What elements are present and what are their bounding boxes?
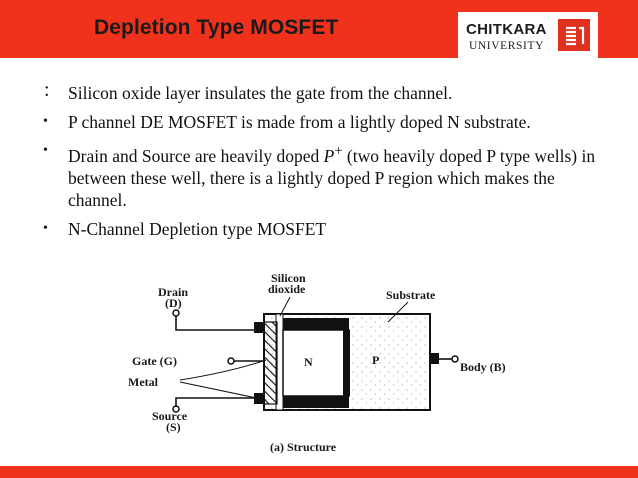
n-region bbox=[282, 329, 350, 397]
drain-contact bbox=[254, 322, 265, 333]
substrate-leader bbox=[387, 301, 409, 323]
n-region-edge bbox=[343, 330, 350, 396]
body-label: Body (B) bbox=[460, 360, 506, 374]
drain-label: Drain bbox=[158, 285, 188, 299]
bullet-marker: • bbox=[43, 114, 48, 129]
gate-terminal bbox=[227, 357, 235, 365]
bullet-item: • Drain and Source are heavily doped P+ … bbox=[40, 140, 610, 211]
bullet-marker: : bbox=[44, 79, 50, 101]
body-contact bbox=[429, 353, 439, 364]
source-well bbox=[283, 396, 349, 408]
bullet-marker: • bbox=[43, 220, 48, 236]
metal-gate bbox=[263, 321, 278, 405]
bullet-item: • N-Channel Depletion type MOSFET bbox=[40, 218, 610, 240]
bullet-text-after: (two heavily doped P type wells) in betw… bbox=[68, 145, 596, 210]
bullet-text-before: Drain and Source are heavily doped bbox=[68, 145, 324, 166]
drain-well bbox=[283, 318, 349, 330]
substrate-label: Substrate bbox=[386, 288, 436, 302]
math-p: P bbox=[323, 145, 335, 166]
gate-label: Gate (G) bbox=[132, 354, 177, 368]
drain-terminal bbox=[172, 309, 180, 317]
source-label: Source bbox=[152, 409, 188, 423]
university-logo: CHITKARA UNIVERSITY bbox=[458, 12, 598, 58]
footer-bar bbox=[0, 466, 638, 478]
drain-symbol: (D) bbox=[165, 296, 182, 310]
slide-title: Depletion Type MOSFET bbox=[94, 16, 339, 39]
n-region-label: N bbox=[304, 355, 313, 369]
metal-leader-1 bbox=[179, 359, 267, 381]
p-region-label: P bbox=[372, 353, 379, 367]
metal-leader-2 bbox=[179, 381, 267, 401]
silicon-leader bbox=[279, 296, 291, 317]
bullet-item: • P channel DE MOSFET is made from a lig… bbox=[40, 111, 610, 133]
bullet-text: P channel DE MOSFET is made from a light… bbox=[68, 112, 531, 132]
body-terminal bbox=[451, 355, 459, 363]
silicon-label: Silicon bbox=[271, 271, 306, 285]
metal-label: Metal bbox=[128, 375, 159, 389]
dioxide-label: dioxide bbox=[268, 282, 306, 296]
bullet-list: : Silicon oxide layer insulates the gate… bbox=[40, 79, 610, 247]
math-plus: + bbox=[334, 143, 343, 159]
bullet-text: Silicon oxide layer insulates the gate f… bbox=[68, 83, 453, 103]
diagram-caption: (a) Structure bbox=[270, 440, 337, 454]
bullet-text: N-Channel Depletion type MOSFET bbox=[68, 218, 327, 239]
logo-subtitle: UNIVERSITY bbox=[469, 40, 544, 52]
source-wire bbox=[175, 397, 254, 406]
source-terminal bbox=[172, 405, 180, 413]
logo-name: CHITKARA bbox=[466, 21, 547, 38]
bullet-marker: • bbox=[43, 143, 48, 158]
source-symbol: (S) bbox=[166, 420, 181, 434]
bullet-item: : Silicon oxide layer insulates the gate… bbox=[40, 79, 610, 104]
chitkara-logo-mark-icon bbox=[558, 19, 590, 51]
drain-wire bbox=[175, 316, 254, 331]
